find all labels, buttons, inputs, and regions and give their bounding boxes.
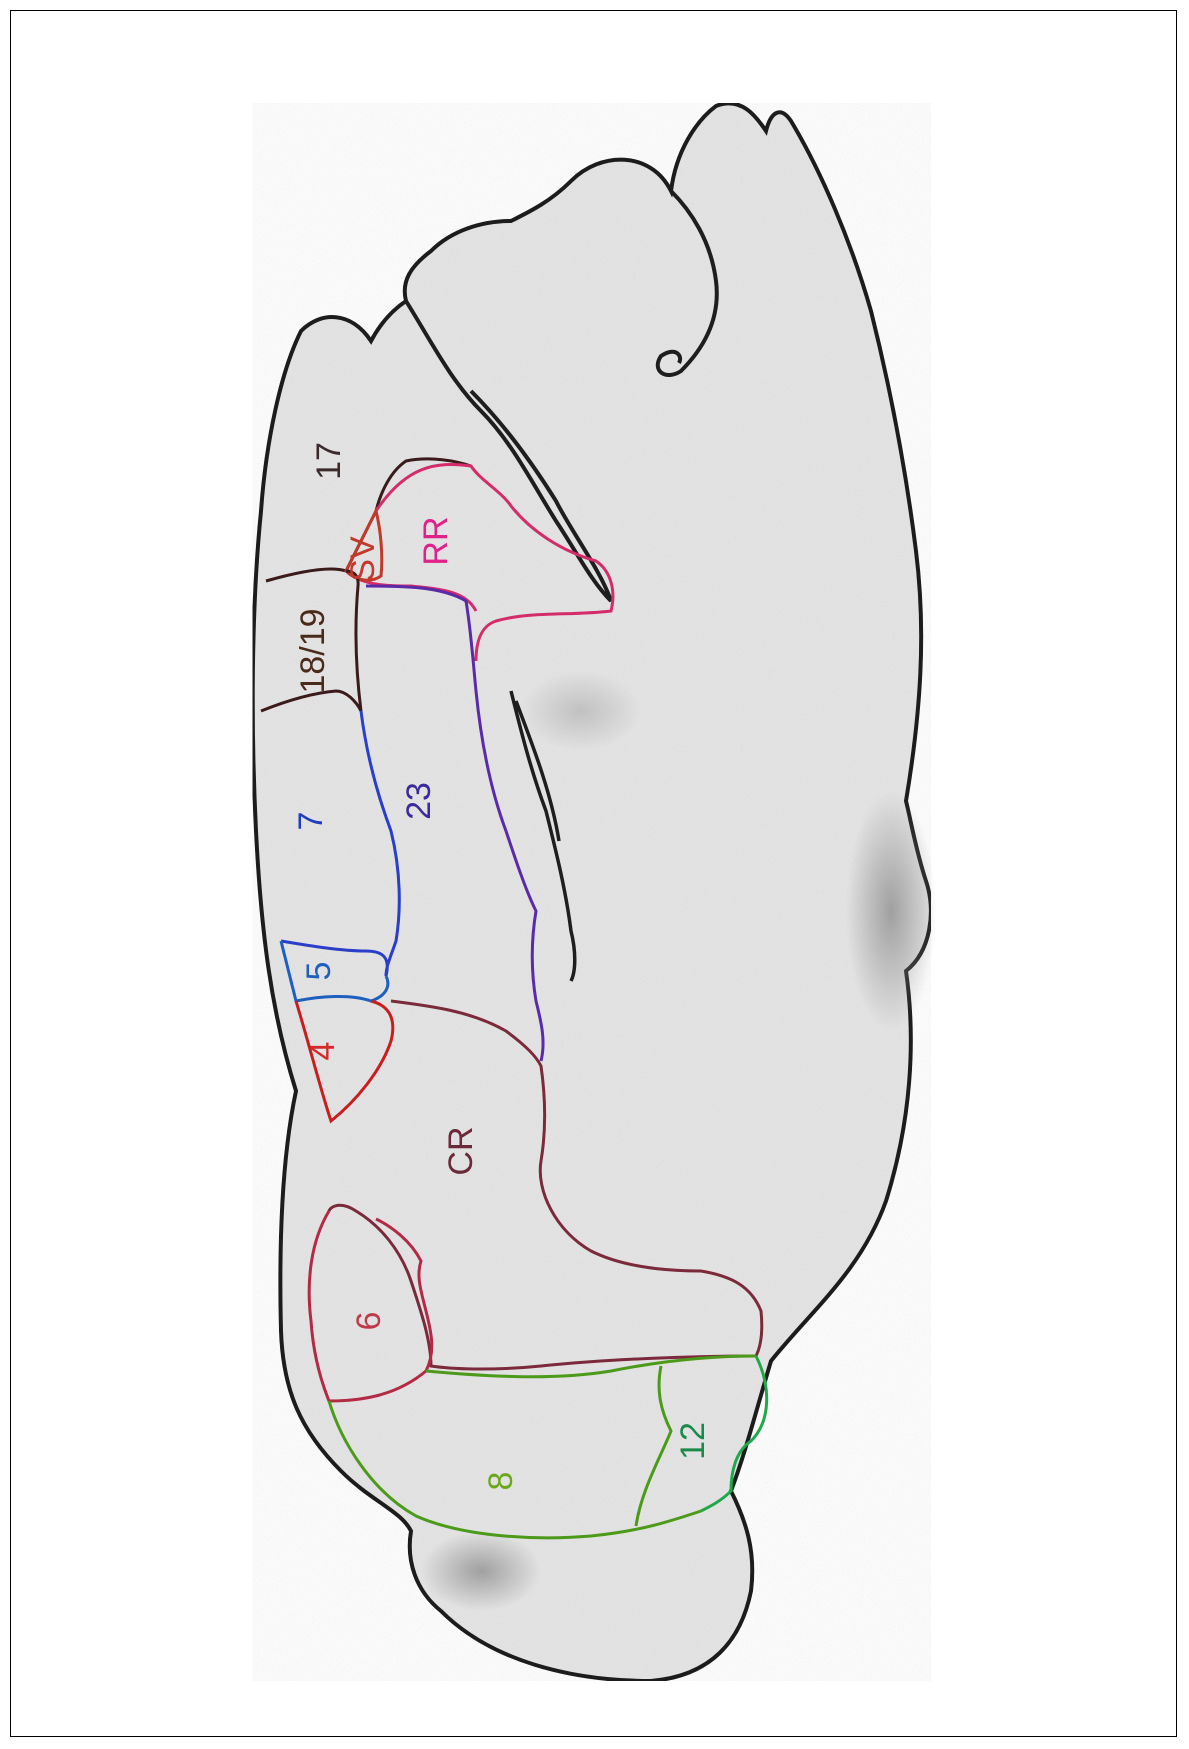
region-label-5: 5 xyxy=(300,962,338,981)
region-label-6: 6 xyxy=(350,1312,388,1331)
region-label-sv: SV xyxy=(344,536,382,582)
shading-area xyxy=(521,671,641,751)
region-label-23: 23 xyxy=(400,782,438,820)
region-label-4: 4 xyxy=(304,1042,342,1061)
region-label-cr: CR xyxy=(442,1126,480,1175)
region-label-17: 17 xyxy=(310,442,348,480)
region-label-18-19: 18/19 xyxy=(294,608,332,693)
region-label-7: 7 xyxy=(292,812,330,831)
region-label-12: 12 xyxy=(674,1422,712,1460)
shading-area xyxy=(421,1531,541,1611)
shading-area xyxy=(846,791,936,1031)
region-label-rr: RR xyxy=(417,516,455,565)
brain-outline xyxy=(253,103,931,1681)
region-label-8: 8 xyxy=(482,1472,520,1491)
